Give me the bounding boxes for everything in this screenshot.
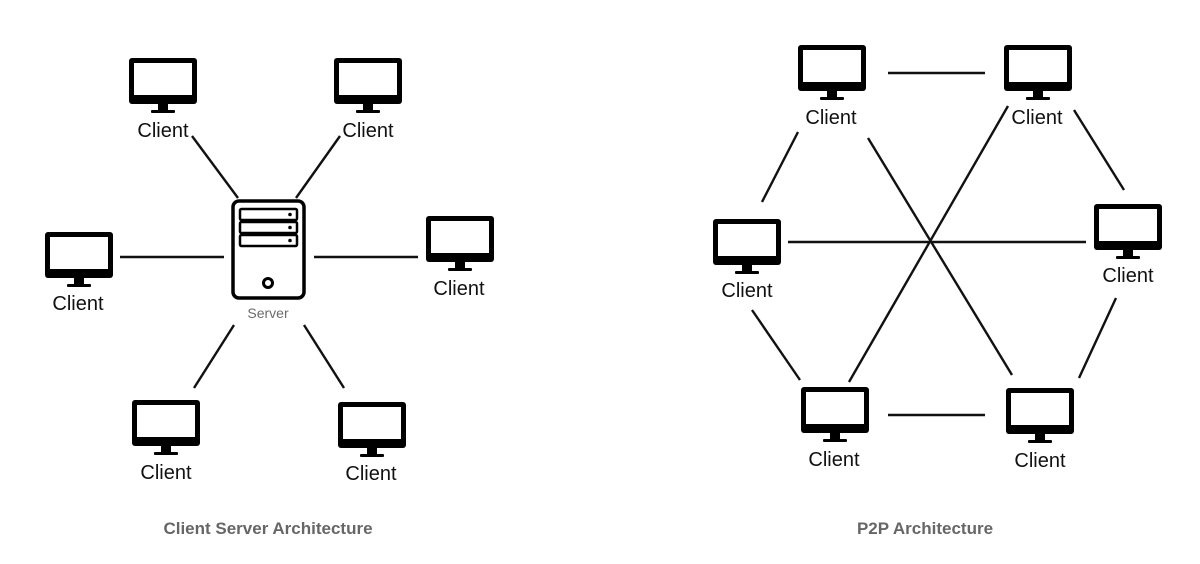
monitor-icon [1094, 204, 1162, 259]
p2p-panel: Client Client Client Client Client Clien… [713, 45, 1162, 538]
client-label: Client [805, 107, 857, 129]
client-right: Client [426, 216, 494, 300]
client-bottom-right: Client [338, 402, 406, 485]
client-label: Client [345, 463, 397, 485]
link-p2p-upper-right [1072, 109, 1126, 191]
link-p2p-diagonal-b [847, 105, 1010, 383]
peer-right: Client [1094, 204, 1162, 287]
client-label: Client [808, 449, 860, 471]
peer-bottom-left: Client [801, 387, 869, 471]
monitor-icon [1006, 388, 1074, 443]
monitor-icon [338, 402, 406, 457]
peer-left: Client [713, 219, 781, 302]
client-bottom-left: Client [132, 400, 200, 484]
server-tower-icon [231, 199, 306, 300]
client-label: Client [433, 278, 485, 300]
client-label: Client [342, 120, 394, 142]
link-server-client-bottom-left [192, 324, 236, 389]
client-label: Client [721, 280, 773, 302]
peer-top-right: Client [1004, 45, 1072, 129]
peer-bottom-right: Client [1006, 388, 1074, 472]
monitor-icon [798, 45, 866, 100]
monitor-icon [1004, 45, 1072, 100]
peer-top-left: Client [798, 45, 866, 129]
server-label: Server [247, 305, 289, 321]
client-label: Client [52, 293, 104, 315]
monitor-icon [713, 219, 781, 274]
client-left: Client [45, 232, 113, 315]
client-label: Client [1014, 450, 1066, 472]
client-label: Client [137, 120, 189, 142]
link-server-client-top-left [191, 135, 239, 199]
p2p-caption: P2P Architecture [857, 519, 993, 538]
client-label: Client [1011, 107, 1063, 129]
link-p2p-lower-left [751, 309, 801, 381]
link-p2p-lower-right [1077, 297, 1118, 379]
client-label: Client [1102, 265, 1154, 287]
monitor-icon [129, 58, 197, 113]
client-label: Client [140, 462, 192, 484]
monitor-icon [426, 216, 494, 271]
link-p2p-diagonal-a [866, 137, 1014, 376]
server: Server [231, 199, 306, 321]
link-p2p-upper-left [760, 131, 800, 203]
client-server-panel: Server Client Client Client Client Clien… [45, 58, 494, 538]
monitor-icon [334, 58, 402, 113]
client-server-caption: Client Server Architecture [163, 519, 372, 538]
link-server-client-top-right [295, 135, 341, 199]
client-top-right: Client [334, 58, 402, 142]
monitor-icon [132, 400, 200, 455]
link-server-client-bottom-right [302, 324, 346, 389]
monitor-icon [45, 232, 113, 287]
client-top-left: Client [129, 58, 197, 142]
monitor-icon [801, 387, 869, 442]
